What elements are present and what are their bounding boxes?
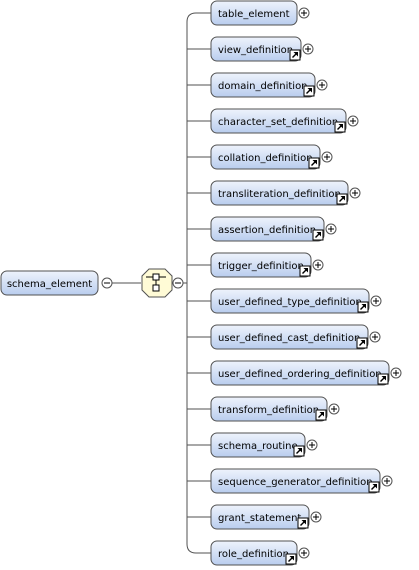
root-element-label: schema_element bbox=[7, 279, 92, 290]
child-element-label: sequence_generator_definition bbox=[218, 477, 373, 488]
child-element-label: grant_statement bbox=[218, 513, 301, 524]
child-element-node[interactable]: transform_definition bbox=[210, 396, 328, 422]
reference-arrow-icon bbox=[297, 517, 309, 529]
child-element-node[interactable]: table_element bbox=[210, 0, 298, 26]
child-element-node[interactable]: character_set_definition bbox=[210, 108, 347, 134]
reference-arrow-icon bbox=[357, 301, 369, 313]
reference-arrow-icon bbox=[334, 121, 346, 133]
reference-arrow-icon bbox=[293, 445, 305, 457]
expand-icon[interactable] bbox=[369, 331, 381, 343]
expand-icon[interactable] bbox=[328, 403, 340, 415]
expand-icon[interactable] bbox=[298, 7, 310, 19]
branch-spine bbox=[186, 12, 197, 554]
child-element-label: table_element bbox=[218, 9, 290, 20]
expand-icon[interactable] bbox=[349, 187, 361, 199]
reference-arrow-icon bbox=[312, 229, 324, 241]
child-element-node[interactable]: user_defined_cast_definition bbox=[210, 324, 369, 350]
compositor-collapse-icon[interactable] bbox=[172, 277, 184, 289]
child-element-node[interactable]: grant_statement bbox=[210, 504, 310, 530]
child-element-label: transliteration_definition bbox=[218, 189, 341, 200]
child-element-label: character_set_definition bbox=[218, 117, 338, 128]
expand-icon[interactable] bbox=[370, 295, 382, 307]
child-element-node[interactable]: domain_definition bbox=[210, 72, 316, 98]
reference-arrow-icon bbox=[308, 157, 320, 169]
choice-compositor-icon[interactable] bbox=[141, 268, 173, 298]
child-element-label: user_defined_ordering_definition bbox=[218, 369, 382, 380]
expand-icon[interactable] bbox=[325, 223, 337, 235]
root-element-node[interactable]: schema_element bbox=[0, 270, 99, 296]
reference-arrow-icon bbox=[315, 409, 327, 421]
child-element-node[interactable]: collation_definition bbox=[210, 144, 321, 170]
child-element-label: assertion_definition bbox=[218, 225, 316, 236]
expand-icon[interactable] bbox=[302, 43, 314, 55]
child-element-label: role_definition bbox=[218, 549, 289, 560]
reference-arrow-icon bbox=[368, 481, 380, 493]
child-element-node[interactable]: trigger_definition bbox=[210, 252, 312, 278]
reference-arrow-icon bbox=[299, 265, 311, 277]
child-element-node[interactable]: assertion_definition bbox=[210, 216, 325, 242]
child-element-label: user_defined_type_definition bbox=[218, 297, 362, 308]
expand-icon[interactable] bbox=[381, 475, 393, 487]
reference-arrow-icon bbox=[289, 49, 301, 61]
child-element-node[interactable]: role_definition bbox=[210, 540, 298, 566]
expand-icon[interactable] bbox=[310, 511, 322, 523]
child-element-node[interactable]: sequence_generator_definition bbox=[210, 468, 381, 494]
child-element-label: view_definition bbox=[218, 45, 293, 56]
child-element-label: transform_definition bbox=[218, 405, 319, 416]
child-element-node[interactable]: schema_routine bbox=[210, 432, 306, 458]
child-element-label: user_defined_cast_definition bbox=[218, 333, 360, 344]
reference-arrow-icon bbox=[336, 193, 348, 205]
expand-icon[interactable] bbox=[347, 115, 359, 127]
child-element-node[interactable]: transliteration_definition bbox=[210, 180, 349, 206]
reference-arrow-icon bbox=[285, 553, 297, 565]
expand-icon[interactable] bbox=[390, 367, 402, 379]
expand-icon[interactable] bbox=[316, 79, 328, 91]
child-element-node[interactable]: view_definition bbox=[210, 36, 302, 62]
child-element-node[interactable]: user_defined_type_definition bbox=[210, 288, 370, 314]
expand-icon[interactable] bbox=[298, 547, 310, 559]
reference-arrow-icon bbox=[303, 85, 315, 97]
expand-icon[interactable] bbox=[306, 439, 318, 451]
expand-icon[interactable] bbox=[321, 151, 333, 163]
child-element-label: collation_definition bbox=[218, 153, 313, 164]
child-element-node[interactable]: user_defined_ordering_definition bbox=[210, 360, 390, 386]
reference-arrow-icon bbox=[356, 337, 368, 349]
child-element-label: trigger_definition bbox=[218, 261, 304, 272]
expand-icon[interactable] bbox=[312, 259, 324, 271]
reference-arrow-icon bbox=[377, 373, 389, 385]
child-element-label: domain_definition bbox=[218, 81, 308, 92]
root-collapse-icon[interactable] bbox=[101, 277, 113, 289]
child-element-label: schema_routine bbox=[218, 441, 298, 452]
child-nodes-group: table_element view_definition domain_defin… bbox=[187, 0, 402, 566]
